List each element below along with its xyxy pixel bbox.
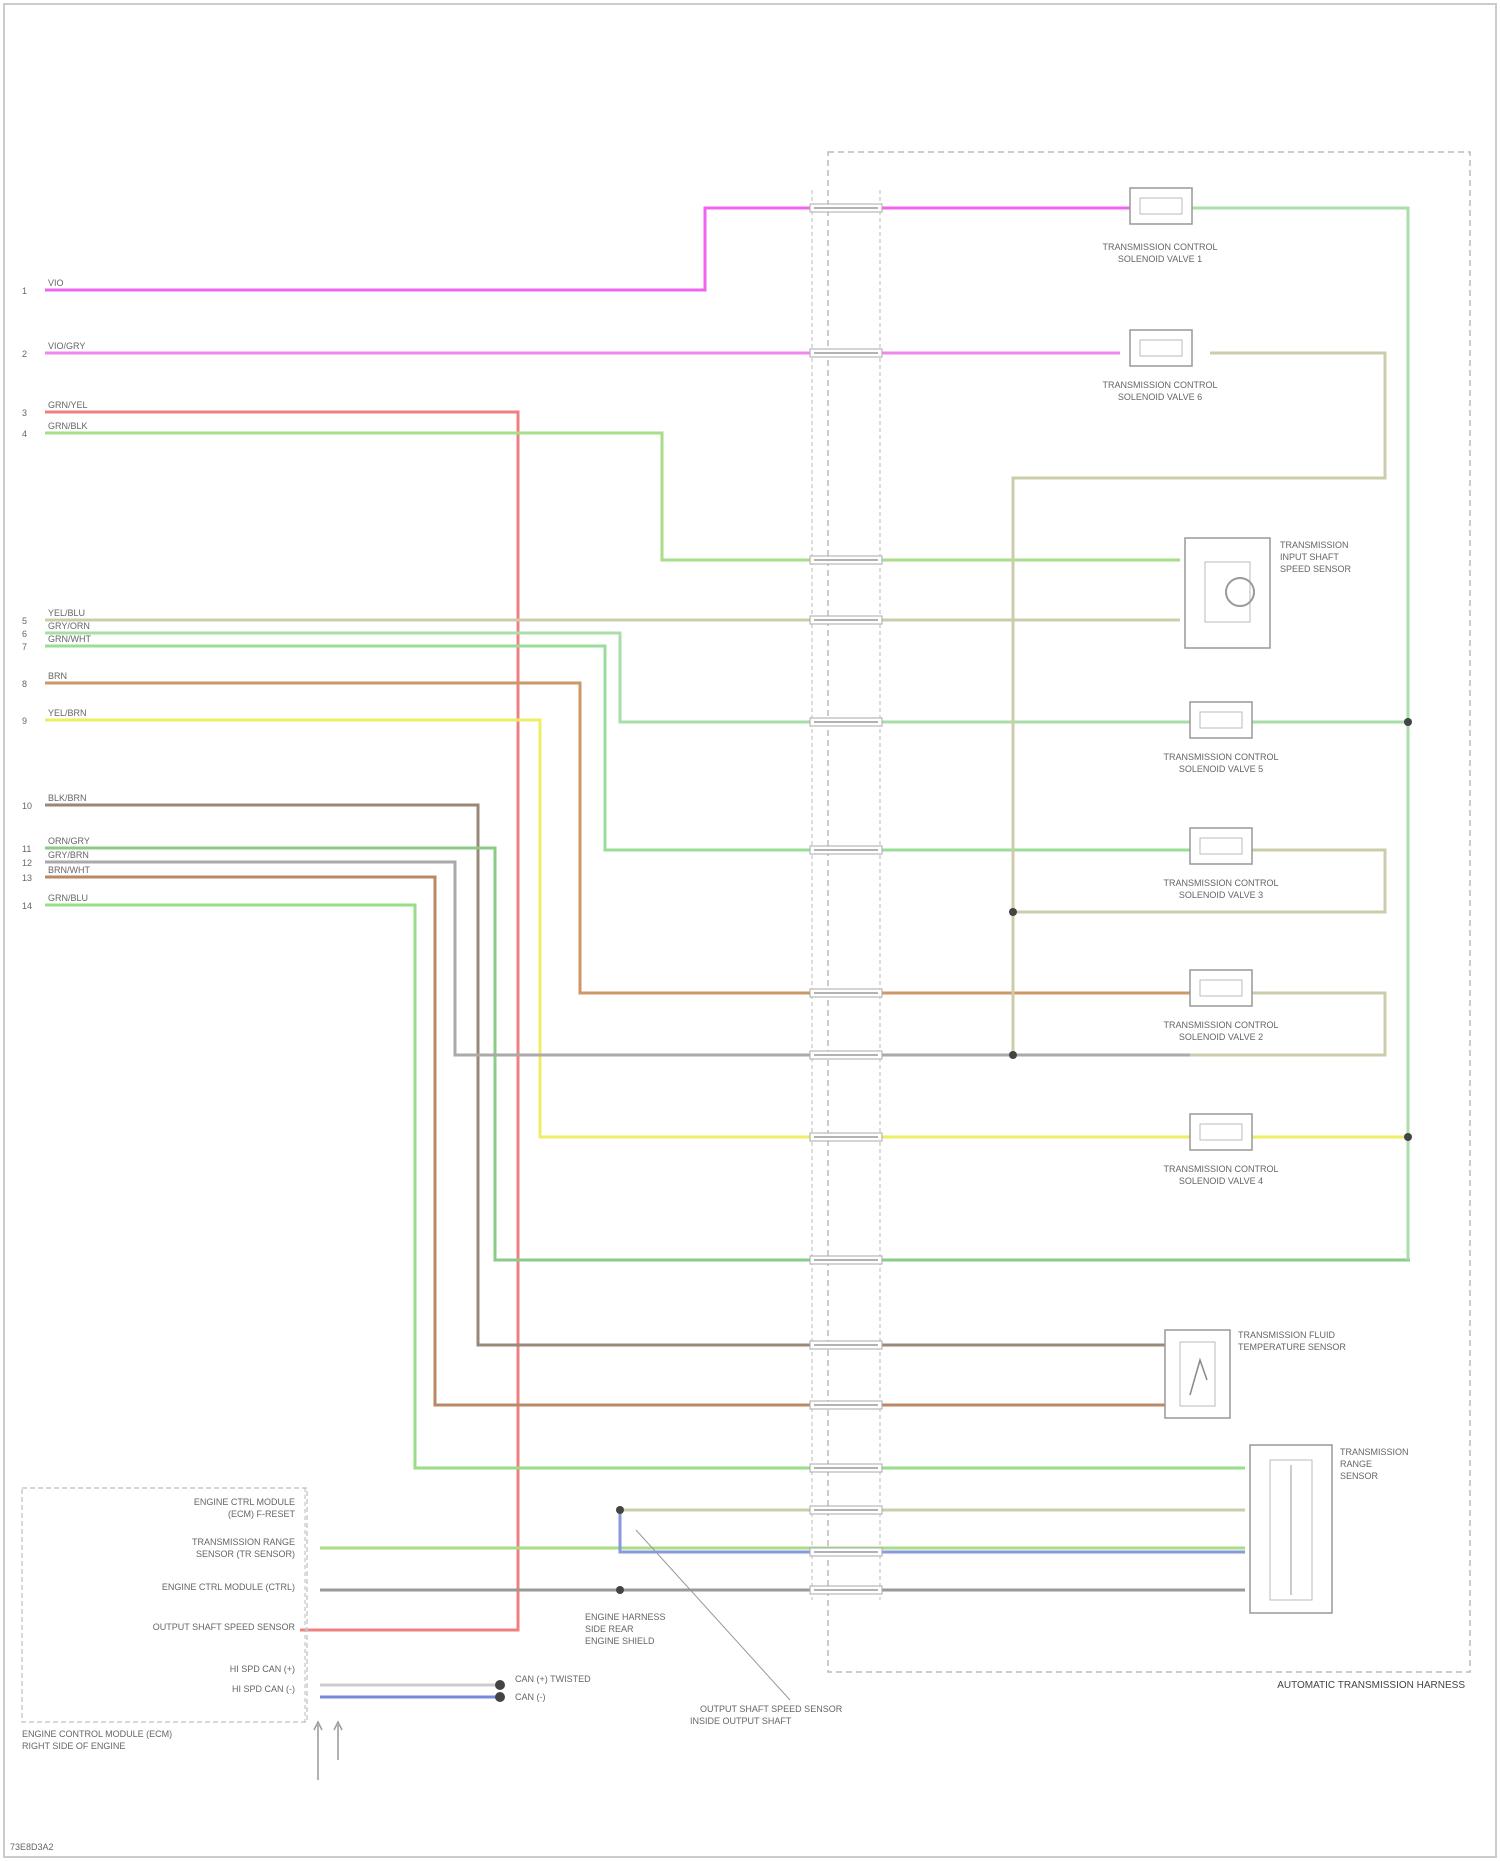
svg-text:ENGINE SHIELD: ENGINE SHIELD [585, 1636, 655, 1646]
svg-text:RANGE: RANGE [1340, 1459, 1372, 1469]
left-pin-wire-label: BRN/WHT [48, 865, 90, 875]
ecm-rows: ENGINE CTRL MODULE (ECM) F-RESET TRANSMISS… [153, 1497, 296, 1694]
wire-brown [45, 877, 1170, 1405]
left-pin-wire-label: BLK/BRN [48, 793, 87, 803]
left-pin-wire-label: YEL/BRN [48, 708, 87, 718]
svg-text:SOLENOID VALVE 1: SOLENOID VALVE 1 [1118, 254, 1202, 264]
left-pin-wire-label: BRN [48, 671, 67, 681]
left-pin-number: 7 [22, 642, 27, 652]
wire-yellow [45, 720, 1410, 1137]
ecm-row-label: ENGINE CTRL MODULE [194, 1497, 295, 1507]
ecm-row-label: ENGINE CTRL MODULE (CTRL) [162, 1582, 295, 1592]
svg-text:SIDE REAR: SIDE REAR [585, 1624, 634, 1634]
left-pin-number: 4 [22, 429, 27, 439]
solenoid-valve-3: TRANSMISSION CONTROL SOLENOID VALVE 3 [1163, 828, 1278, 900]
solenoid-valve-6: TRANSMISSION CONTROL SOLENOID VALVE 6 [1102, 330, 1217, 402]
svg-text:OUTPUT SHAFT SPEED SENSOR: OUTPUT SHAFT SPEED SENSOR [700, 1704, 843, 1714]
ecm-row-label: TRANSMISSION RANGE [192, 1537, 295, 1547]
ecm-row-label: OUTPUT SHAFT SPEED SENSOR [153, 1622, 296, 1632]
svg-text:CAN (+) TWISTED: CAN (+) TWISTED [515, 1674, 591, 1684]
solenoid-valve-2: TRANSMISSION CONTROL SOLENOID VALVE 2 [1163, 970, 1278, 1042]
left-pin-labels: 1VIO2VIO/GRY3GRN/YEL4GRN/BLK5YEL/BLU6GRY… [22, 278, 91, 911]
wire-olive [45, 805, 1170, 1345]
svg-text:TRANSMISSION CONTROL: TRANSMISSION CONTROL [1163, 752, 1278, 762]
harness-label: AUTOMATIC TRANSMISSION HARNESS [1277, 1680, 1465, 1691]
left-pin-wire-label: ORN/GRY [48, 836, 90, 846]
ecm-row-label-2: SENSOR (TR SENSOR) [196, 1549, 295, 1559]
svg-text:TRANSMISSION CONTROL: TRANSMISSION CONTROL [1102, 380, 1217, 390]
ecm-label-line2: RIGHT SIDE OF ENGINE [22, 1741, 125, 1751]
connector-ticks [810, 204, 882, 1594]
left-pin-wire-label: VIO/GRY [48, 341, 85, 351]
wire-tan [45, 683, 1190, 993]
svg-text:INPUT SHAFT: INPUT SHAFT [1280, 552, 1339, 562]
left-pin-number: 3 [22, 408, 27, 418]
note-output-shaft: OUTPUT SHAFT SPEED SENSOR INSIDE OUTPUT … [690, 1704, 843, 1726]
wire-group [45, 208, 1410, 1697]
svg-text:SENSOR: SENSOR [1340, 1471, 1379, 1481]
svg-text:ENGINE HARNESS: ENGINE HARNESS [585, 1612, 666, 1622]
svg-text:SOLENOID VALVE 4: SOLENOID VALVE 4 [1179, 1176, 1263, 1186]
ecm-label-line1: ENGINE CONTROL MODULE (ECM) [22, 1729, 172, 1739]
left-pin-number: 2 [22, 349, 27, 359]
left-pin-number: 5 [22, 616, 27, 626]
left-pin-number: 11 [22, 844, 31, 854]
svg-text:TEMPERATURE SENSOR: TEMPERATURE SENSOR [1238, 1342, 1346, 1352]
left-pin-wire-label: GRN/WHT [48, 634, 91, 644]
left-pin-wire-label: GRY/ORN [48, 621, 90, 631]
left-pin-wire-label: YEL/BLU [48, 608, 85, 618]
input-shaft-speed-sensor: TRANSMISSION INPUT SHAFT SPEED SENSOR [1185, 538, 1352, 648]
left-pin-number: 10 [22, 801, 32, 811]
svg-text:SOLENOID VALVE 3: SOLENOID VALVE 3 [1179, 890, 1263, 900]
svg-text:CAN (-): CAN (-) [515, 1692, 546, 1702]
wire-grn-d [45, 646, 1190, 850]
wire-grn-f [45, 905, 1245, 1468]
ground-arrows [314, 1722, 342, 1780]
svg-text:INSIDE OUTPUT SHAFT: INSIDE OUTPUT SHAFT [690, 1716, 792, 1726]
solenoid-valve-4: TRANSMISSION CONTROL SOLENOID VALVE 4 [1163, 1114, 1278, 1186]
left-pin-wire-label: GRN/YEL [48, 400, 88, 410]
solenoid-valve-1: TRANSMISSION CONTROL SOLENOID VALVE 1 [1102, 188, 1217, 264]
note-engine-harness: ENGINE HARNESS SIDE REAR ENGINE SHIELD [585, 1612, 666, 1646]
svg-text:SPEED SENSOR: SPEED SENSOR [1280, 564, 1352, 574]
note-can-twisted: CAN (+) TWISTED CAN (-) [515, 1674, 591, 1702]
ecm-row-label: HI SPD CAN (-) [232, 1684, 295, 1694]
transmission-range-sensor: TRANSMISSION RANGE SENSOR [1250, 1445, 1409, 1613]
left-pin-number: 8 [22, 679, 27, 689]
svg-text:TRANSMISSION: TRANSMISSION [1340, 1447, 1409, 1457]
svg-text:SOLENOID VALVE 5: SOLENOID VALVE 5 [1179, 764, 1263, 774]
left-pin-number: 12 [22, 858, 32, 868]
footer-code: 73E8D3A2 [10, 1842, 54, 1852]
left-pin-wire-label: GRY/BRN [48, 850, 89, 860]
svg-text:TRANSMISSION CONTROL: TRANSMISSION CONTROL [1163, 878, 1278, 888]
svg-text:SOLENOID VALVE 6: SOLENOID VALVE 6 [1118, 392, 1202, 402]
left-pin-wire-label: VIO [48, 278, 64, 288]
left-pin-wire-label: GRN/BLK [48, 421, 88, 431]
fluid-temperature-sensor: TRANSMISSION FLUID TEMPERATURE SENSOR [1165, 1330, 1346, 1418]
left-pin-number: 14 [22, 901, 32, 911]
svg-text:TRANSMISSION CONTROL: TRANSMISSION CONTROL [1163, 1020, 1278, 1030]
left-pin-number: 9 [22, 716, 27, 726]
left-pin-wire-label: GRN/BLU [48, 893, 88, 903]
svg-text:TRANSMISSION CONTROL: TRANSMISSION CONTROL [1163, 1164, 1278, 1174]
ecm-module: ENGINE CTRL MODULE (ECM) F-RESET TRANSMISS… [22, 1488, 307, 1751]
left-pin-number: 1 [22, 286, 27, 296]
wire-grn-a [45, 433, 1180, 560]
left-pin-number: 6 [22, 629, 27, 639]
svg-text:TRANSMISSION: TRANSMISSION [1280, 540, 1349, 550]
ecm-row-label: HI SPD CAN (+) [230, 1664, 295, 1674]
ecm-row-label-2: (ECM) F-RESET [228, 1509, 295, 1519]
svg-text:TRANSMISSION CONTROL: TRANSMISSION CONTROL [1102, 242, 1217, 252]
wire-gray [45, 862, 1190, 1055]
svg-text:TRANSMISSION FLUID: TRANSMISSION FLUID [1238, 1330, 1336, 1340]
solenoid-valve-5: TRANSMISSION CONTROL SOLENOID VALVE 5 [1163, 702, 1278, 774]
wire-tr-3 [620, 1510, 1245, 1552]
component-group: TRANSMISSION CONTROL SOLENOID VALVE 1 TR… [1102, 188, 1408, 1613]
wire-red [45, 412, 518, 1630]
left-pin-number: 13 [22, 873, 32, 883]
svg-text:SOLENOID VALVE 2: SOLENOID VALVE 2 [1179, 1032, 1263, 1042]
